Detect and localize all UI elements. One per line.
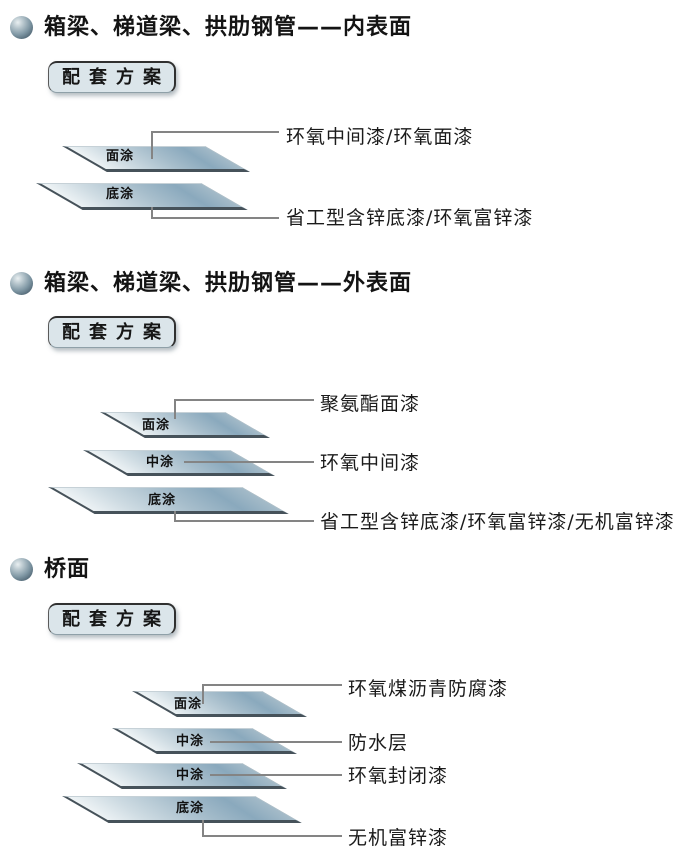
coating-plate-top: [132, 691, 308, 717]
scheme-plan-badge: 配套方案: [48, 603, 176, 635]
product-label: 环氧煤沥青防腐漆: [348, 678, 509, 700]
leader-line: [151, 131, 279, 133]
scheme-plan-badge: 配套方案: [48, 316, 176, 348]
leader-line: [210, 741, 342, 743]
coat-label: 面涂: [174, 697, 203, 712]
coat-label: 底涂: [176, 801, 205, 816]
section-title-bridge-deck: 桥面: [44, 557, 91, 582]
leader-line: [151, 217, 279, 219]
coat-label: 中涂: [146, 455, 175, 470]
coat-label: 底涂: [148, 493, 177, 508]
bullet-sphere-icon: [10, 16, 33, 39]
leader-line: [174, 399, 176, 419]
coating-plate-bottom: [36, 183, 248, 210]
leader-line: [202, 835, 342, 837]
coating-plate-top: [100, 412, 271, 438]
coat-label: 底涂: [106, 187, 135, 202]
leader-line: [202, 684, 204, 704]
leader-line: [202, 820, 204, 837]
leader-line: [202, 684, 342, 686]
coat-label: 面涂: [142, 418, 171, 433]
coating-plate-middle: [83, 450, 276, 476]
leader-line: [184, 461, 314, 463]
product-label: 防水层: [348, 732, 409, 754]
coat-label: 中涂: [176, 768, 205, 783]
leader-line: [151, 131, 153, 159]
section-title-outer-surface: 箱梁、梯道梁、拱肋钢管——外表面: [44, 271, 413, 296]
product-label: 省工型含锌底漆/环氧富锌漆/无机富锌漆: [320, 511, 675, 533]
product-label: 环氧中间漆: [320, 452, 421, 474]
leader-line: [174, 520, 314, 522]
product-label: 聚氨酯面漆: [320, 393, 421, 415]
leader-line: [174, 511, 176, 522]
leader-line: [210, 774, 342, 776]
coat-label: 面涂: [106, 149, 135, 164]
bullet-sphere-icon: [10, 272, 33, 295]
bullet-sphere-icon: [10, 558, 33, 581]
leader-line: [174, 399, 314, 401]
product-label: 环氧中间漆/环氧面漆: [286, 126, 474, 148]
product-label: 无机富锌漆: [348, 827, 449, 849]
product-label: 省工型含锌底漆/环氧富锌漆: [286, 207, 534, 229]
section-title-inner-surface: 箱梁、梯道梁、拱肋钢管——内表面: [44, 15, 413, 40]
coat-label: 中涂: [176, 734, 205, 749]
product-label: 环氧封闭漆: [348, 765, 449, 787]
scheme-plan-badge: 配套方案: [48, 61, 176, 93]
coating-plate-top: [62, 146, 251, 172]
leader-line: [151, 207, 153, 219]
